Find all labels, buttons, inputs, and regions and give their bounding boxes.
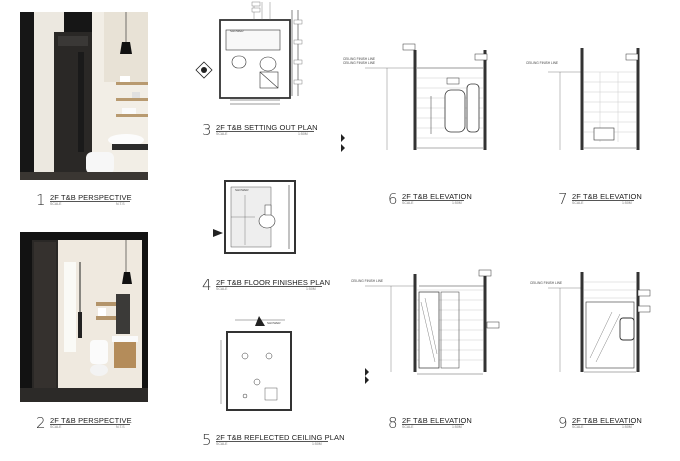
title-underline bbox=[50, 201, 130, 202]
shower-label: SHOWER bbox=[230, 29, 244, 33]
ceiling-finish-label: CEILING FINISH LINE bbox=[343, 57, 375, 61]
title-underline bbox=[216, 441, 328, 442]
scale-label: SCALE bbox=[402, 201, 414, 205]
scale-ratio: 1:50M bbox=[452, 201, 462, 205]
scale-label: SCALE bbox=[50, 425, 62, 429]
elevation-7-drawing: CEILING FINISH LINE bbox=[526, 48, 640, 150]
drawing-number: 5 bbox=[202, 431, 212, 449]
drawing-caption-1: 1 2F T&B PERSPECTIVE SCALE N.T.S bbox=[36, 191, 146, 209]
drawing-number: 7 bbox=[558, 190, 568, 208]
drawing-title: 2F T&B REFLECTED CEILING PLAN bbox=[216, 433, 345, 442]
setting-out-plan-drawing: SHOWER bbox=[195, 1, 303, 105]
scale-ratio: 1:50M bbox=[312, 442, 322, 446]
drawing-caption-6: 6 2F T&B ELEVATION SCALE 1:50M bbox=[388, 190, 488, 208]
drawing-number: 4 bbox=[202, 276, 212, 294]
drawing-number: 6 bbox=[388, 190, 398, 208]
title-underline bbox=[572, 200, 634, 201]
ceiling-finish-label: CEILING FINISH LINE bbox=[530, 281, 562, 285]
scale-ratio: 1:50M bbox=[452, 425, 462, 429]
scale-label: SCALE bbox=[572, 201, 584, 205]
drawing-title: 2F T&B FLOOR FINISHES PLAN bbox=[216, 278, 331, 287]
title-underline bbox=[402, 424, 464, 425]
title-underline bbox=[572, 424, 634, 425]
title-underline bbox=[216, 131, 314, 132]
shower-label: SHOWER bbox=[235, 188, 249, 192]
title-underline bbox=[216, 286, 322, 287]
perspective-render-1 bbox=[20, 12, 148, 180]
drawing-number: 3 bbox=[202, 121, 212, 139]
drawing-number: 2 bbox=[36, 414, 46, 432]
drawing-number: 9 bbox=[558, 414, 568, 432]
north-arrow-icon bbox=[195, 61, 213, 79]
drawing-caption-2: 2 2F T&B PERSPECTIVE SCALE N.T.S bbox=[36, 414, 146, 432]
drawing-title: 2F T&B ELEVATION bbox=[402, 192, 472, 201]
floor-finishes-plan-drawing: SHOWER bbox=[213, 180, 296, 254]
section-marker-icon bbox=[213, 229, 223, 237]
bathroom-render-image-1 bbox=[20, 12, 148, 180]
drawing-caption-5: 5 2F T&B REFLECTED CEILING PLAN SCALE 1:… bbox=[202, 431, 345, 449]
section-marker-icon bbox=[255, 316, 265, 326]
scale-ratio: 1:50M bbox=[306, 287, 316, 291]
scale-ratio: N.T.S bbox=[116, 425, 125, 429]
drawing-caption-3: 3 2F T&B SETTING OUT PLAN SCALE 1:50M bbox=[202, 121, 322, 139]
scale-ratio: N.T.S bbox=[116, 202, 125, 206]
drawing-caption-9: 9 2F T&B ELEVATION SCALE 1:50M bbox=[558, 414, 658, 432]
scale-label: SCALE bbox=[216, 287, 228, 291]
drawing-title: 2F T&B SETTING OUT PLAN bbox=[216, 123, 318, 132]
elevation-8-drawing: CEILING FINISH LINE bbox=[351, 269, 500, 384]
scale-ratio: 1:50M bbox=[622, 425, 632, 429]
ceiling-finish-label-2: CEILING FINISH LINE bbox=[343, 61, 375, 65]
drawing-caption-4: 4 2F T&B FLOOR FINISHES PLAN SCALE 1:50M bbox=[202, 276, 331, 294]
title-underline bbox=[402, 200, 464, 201]
drawing-caption-8: 8 2F T&B ELEVATION SCALE 1:50M bbox=[388, 414, 488, 432]
drawing-title: 2F T&B ELEVATION bbox=[572, 416, 642, 425]
elevation-9-drawing: CEILING FINISH LINE bbox=[530, 272, 651, 373]
scale-label: SCALE bbox=[216, 132, 228, 136]
drawing-caption-7: 7 2F T&B ELEVATION SCALE 1:50M bbox=[558, 190, 658, 208]
level-marker-icon bbox=[341, 134, 345, 152]
scale-label: SCALE bbox=[402, 425, 414, 429]
scale-ratio: 1:50M bbox=[622, 201, 632, 205]
title-underline bbox=[50, 424, 130, 425]
perspective-render-2 bbox=[20, 232, 148, 402]
level-marker-icon bbox=[365, 368, 369, 384]
drawing-number: 1 bbox=[36, 191, 46, 209]
drawing-title: 2F T&B ELEVATION bbox=[572, 192, 642, 201]
shower-label: SHOWER bbox=[267, 321, 281, 325]
scale-label: SCALE bbox=[572, 425, 584, 429]
ceiling-finish-label: CEILING FINISH LINE bbox=[526, 61, 558, 65]
reflected-ceiling-plan-drawing: SHOWER bbox=[220, 316, 292, 411]
ceiling-finish-label: CEILING FINISH LINE bbox=[351, 279, 383, 283]
scale-ratio: 1:50M bbox=[298, 132, 308, 136]
drawing-title: 2F T&B PERSPECTIVE bbox=[50, 416, 132, 425]
drawing-title: 2F T&B ELEVATION bbox=[402, 416, 472, 425]
drawing-number: 8 bbox=[388, 414, 398, 432]
scale-label: SCALE bbox=[216, 442, 228, 446]
drawing-title: 2F T&B PERSPECTIVE bbox=[50, 193, 132, 202]
scale-label: SCALE bbox=[50, 202, 62, 206]
elevation-6-drawing: CEILING FINISH LINE CEILING FINISH LINE bbox=[341, 43, 488, 152]
bathroom-render-image-2 bbox=[20, 232, 148, 402]
